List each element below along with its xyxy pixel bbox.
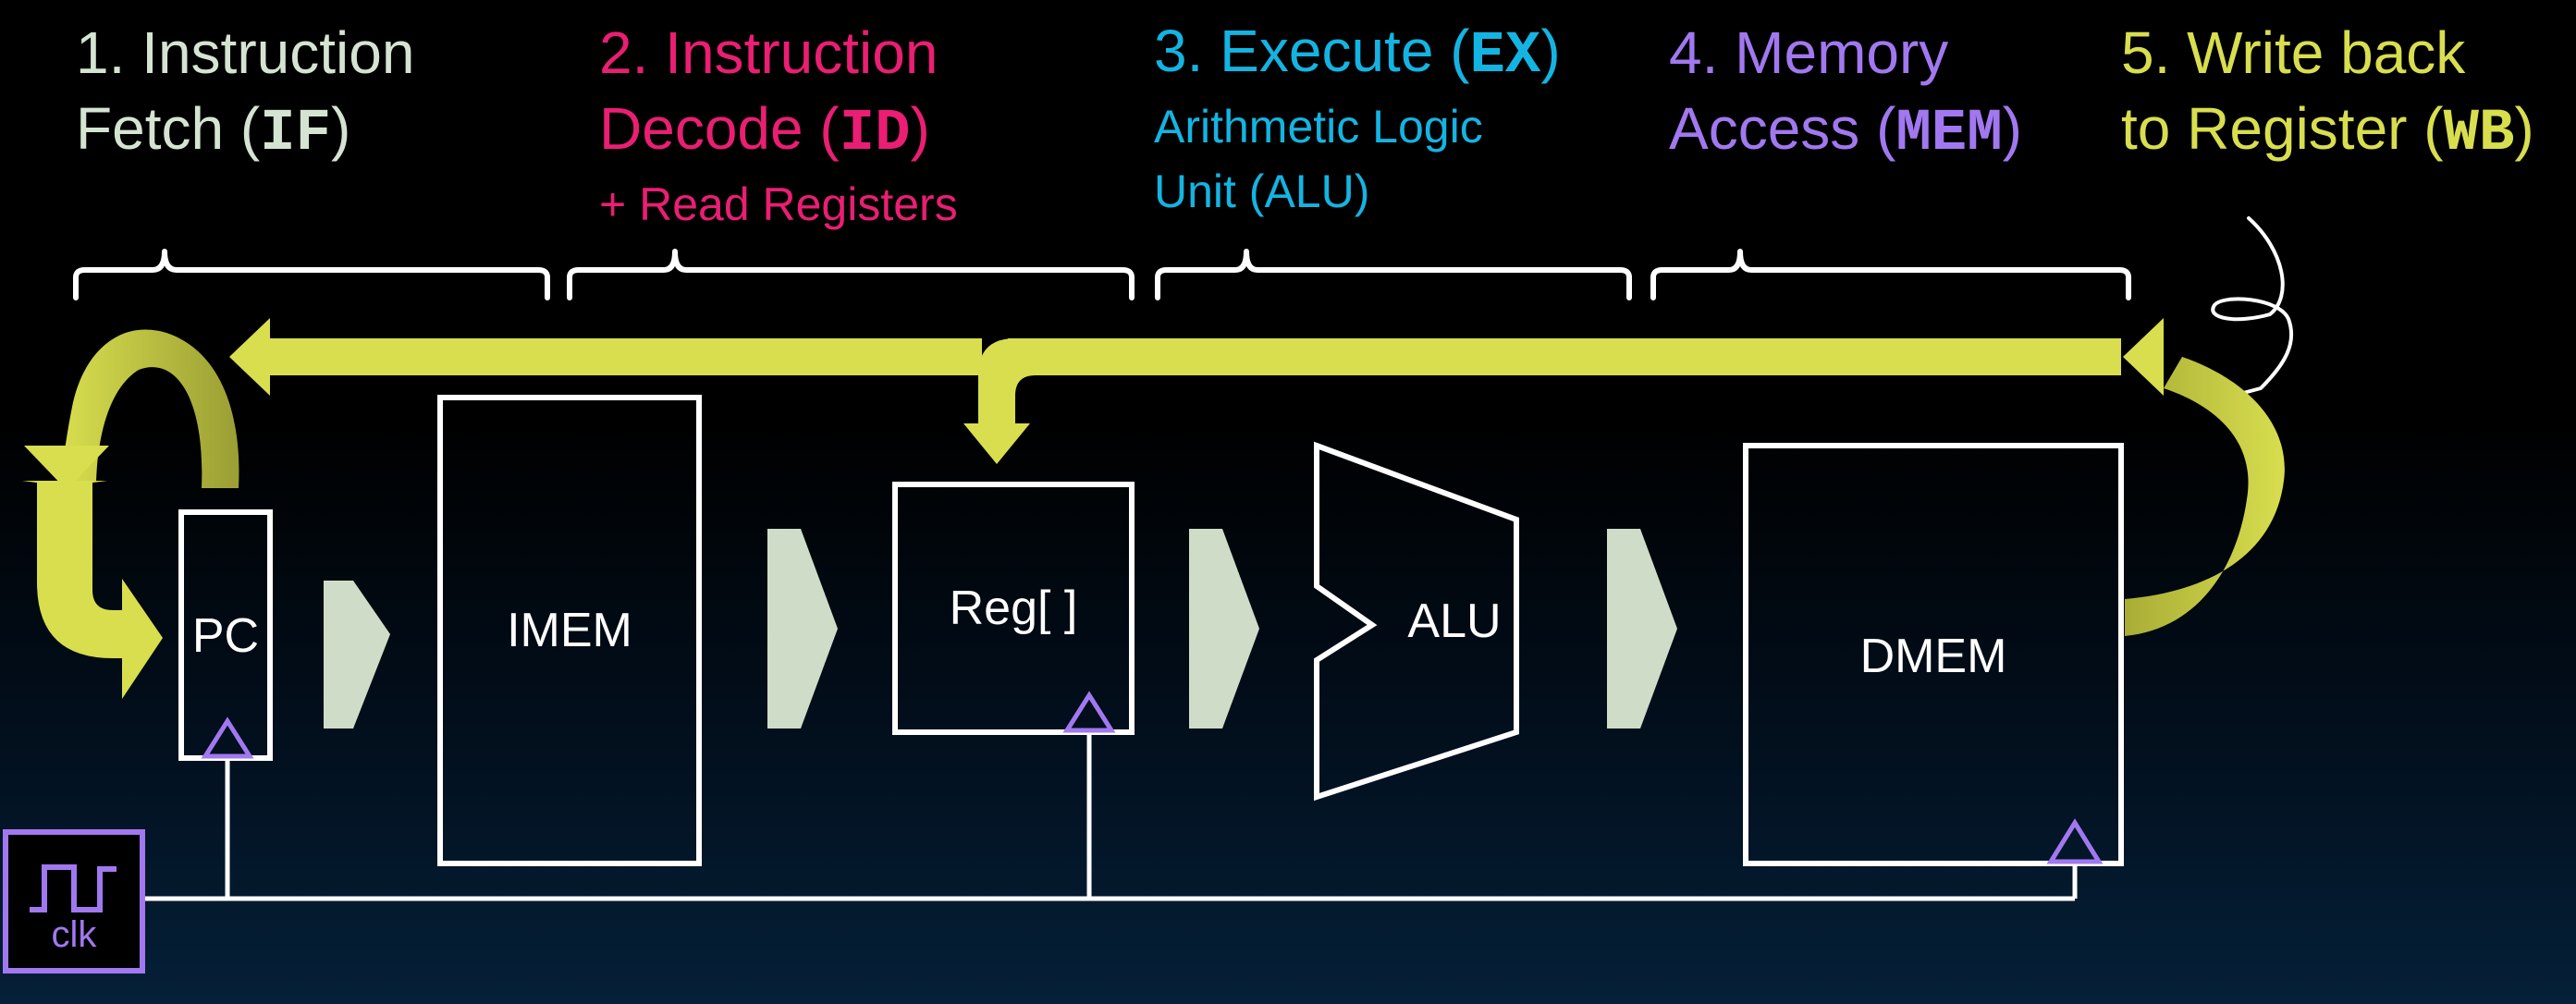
forward-arrow-alu-dmem [1607,529,1677,729]
stage-subtitle-id: + Read Registers [599,178,958,230]
dmem-label: DMEM [1859,630,2007,683]
stage-label-mem: 4. Memory Access (MEM) [1669,15,2022,172]
stage-abbr: MEM [1895,101,2003,167]
stage-title: Memory [1735,19,1949,86]
pc-loop-ribbon [61,329,239,488]
stage-label-if: 1. Instruction Fetch (IF) [76,15,414,172]
stage-paren: ) [1540,18,1561,84]
brace-mem [1650,249,2131,300]
alu-label: ALU [1407,594,1502,648]
dmem-block [1743,443,2124,866]
brace-ex [1155,249,1632,300]
imem-label: IMEM [507,604,632,657]
wb-corner-down [978,338,1036,425]
forward-arrow-reg-alu [1189,529,1259,729]
reg-label: Reg[ ] [949,582,1078,635]
stage-paren: ) [2002,95,2022,162]
pc-arrow-top-head [24,446,109,490]
stage-number: 1. [76,19,126,86]
scribble-mark [2211,216,2294,398]
stage-title: to Register ( [2121,95,2444,162]
imem-block [437,395,702,866]
reg-clock-triangle-icon [1062,691,1116,733]
stage-number: 2. [599,19,649,86]
stage-abbr: IF [260,101,331,167]
forward-arrow-pc-imem [324,581,390,729]
clk-label: clk [51,914,97,955]
stage-title: Execute ( [1220,18,1470,84]
stage-subtitle-line: Unit (ALU) [1154,165,1370,217]
pc-arrow-right-head [122,579,163,699]
stage-abbr: ID [839,101,911,167]
pc-label: PC [191,609,260,663]
forward-arrow-imem-reg [767,529,838,729]
wb-bar-right [1008,338,2121,375]
stage-number: 5. [2121,19,2171,86]
stage-label-ex: 3. Execute (EX) [1154,13,1561,94]
stage-label-id: 2. Instruction Decode (ID) [599,15,938,172]
pc-loop-vertical [37,481,122,658]
stage-title: Access ( [1669,95,1896,162]
fb-arrow-left-to-pc [229,318,270,396]
stage-abbr: EX [1469,23,1541,90]
pc-clock-triangle-icon [201,716,254,759]
stage-title: Decode ( [599,95,840,162]
reg-file-block [892,482,1135,735]
wb-arrow-down-to-reg [963,423,1030,464]
brace-id [567,249,1135,300]
clock-waveform-icon [30,864,117,912]
stage-number: 4. [1669,19,1719,86]
stage-title: Write back [2187,19,2466,86]
brace-if [73,249,550,300]
stage-paren: ) [2514,95,2534,162]
stage-number: 3. [1154,18,1204,84]
stage-title: Fetch ( [76,95,261,162]
stage-title: Instruction [665,19,938,86]
alu-block [1314,441,1519,802]
stage-abbr: WB [2443,101,2515,167]
dmem-clock-triangle-icon [2046,818,2104,864]
stage-label-wb: 5. Write back to Register (WB) [2121,15,2534,172]
wb-arrowhead [2123,318,2164,396]
stage-paren: ) [910,95,930,162]
stage-paren: ) [330,95,351,162]
stage-subtitle-line: Arithmetic Logic [1154,101,1483,153]
wb-curve-ribbon [2125,357,2285,636]
writeback-bus [229,318,2164,464]
stage-title: Instruction [141,19,415,86]
stage-subtitle-ex: Arithmetic Logic Unit (ALU) [1154,94,1483,224]
fb-bar-left [268,338,982,375]
